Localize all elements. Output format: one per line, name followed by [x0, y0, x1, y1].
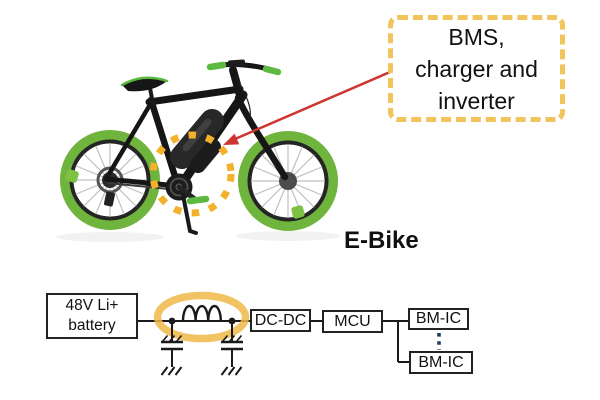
mcu-block: MCU — [322, 310, 383, 333]
front-wheel — [238, 131, 338, 231]
controller-box — [190, 139, 221, 173]
ground-icon — [220, 366, 243, 376]
right-grip — [262, 65, 282, 76]
bmic-top-label: BM-IC — [415, 310, 462, 327]
callout-line: inverter — [438, 87, 515, 114]
dcdc-block: DC-DC — [250, 309, 311, 332]
bmic-bottom-label: BM-IC — [418, 353, 464, 371]
kickstand — [181, 193, 198, 235]
rear-reflector — [65, 169, 79, 183]
callout-box: BMS, charger and inverter — [388, 15, 565, 122]
dcdc-label: DC-DC — [254, 311, 307, 329]
circuit-diagram — [138, 291, 441, 376]
left-grip — [206, 61, 227, 71]
wheel-shadow — [56, 232, 164, 242]
front-spokes — [250, 143, 326, 219]
ebike-label: E-Bike — [344, 227, 419, 254]
mcu-label: MCU — [334, 312, 371, 330]
battery-pack — [170, 109, 224, 173]
inductor-icon — [181, 304, 222, 322]
head-tube — [229, 66, 245, 103]
bmic-top-block: BM-IC — [408, 308, 469, 330]
callout-line: BMS, — [448, 23, 505, 50]
front-reflector — [291, 205, 305, 219]
ground-icon — [160, 366, 183, 376]
display-unit — [227, 59, 246, 68]
inductor-highlight-ellipse — [153, 291, 250, 343]
red-arrow-icon — [223, 70, 391, 145]
capacitor-to-ground-right — [220, 321, 243, 376]
battery-label-line: battery — [68, 317, 116, 334]
wheel-shadow — [236, 231, 340, 241]
callout-line: charger and — [415, 55, 538, 82]
battery-label-line: 48V Li+ — [65, 296, 119, 314]
mid-drive-motor — [165, 173, 210, 235]
saddle — [120, 76, 169, 106]
bmic-bottom-block: BM-IC — [409, 351, 473, 374]
pedal — [186, 195, 210, 205]
brake-cable — [235, 75, 251, 119]
drive-unit-highlight-circle — [149, 131, 235, 217]
handlebar — [206, 59, 282, 76]
derailleur — [104, 191, 115, 207]
battery-block: 48V Li+ battery — [46, 293, 138, 339]
capacitor-to-ground-left — [160, 321, 183, 376]
front-fork — [234, 94, 289, 181]
